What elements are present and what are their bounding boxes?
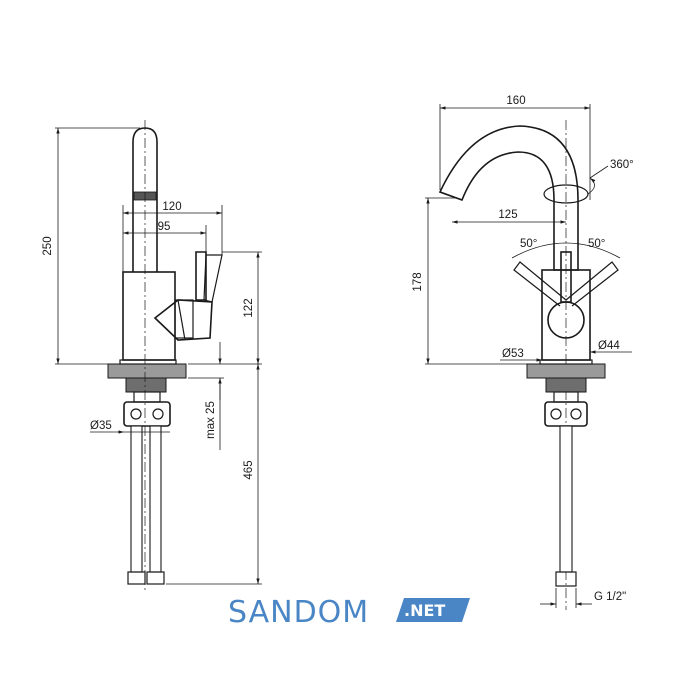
dim-body-height: 122 [243, 298, 255, 317]
side-connector-hole-right [152, 408, 164, 420]
dim-thread: G 1/2" [594, 591, 626, 603]
front-view: 160 360° 125 178 50° 50° Ø53 Ø44 G 1/2" [412, 95, 634, 610]
logo-net-badge [396, 598, 470, 622]
side-hose-right [149, 425, 162, 573]
dim-angle-right: 50° [588, 238, 605, 250]
dim-angle-left: 50° [520, 238, 537, 250]
side-base-ring [119, 359, 177, 365]
dim-max-deck: max 25 [205, 401, 217, 439]
dim-reach-spout: 95 [158, 221, 171, 233]
side-handle-knuckle [153, 299, 213, 341]
front-hose [559, 425, 573, 573]
dim-hose-dia: Ø35 [90, 420, 112, 432]
side-base-plate [107, 363, 187, 379]
front-lever-ghost-left [513, 261, 567, 307]
dim-width-total: 160 [506, 95, 525, 107]
front-spout-tip [439, 191, 463, 201]
logo-name: SANDOM [228, 595, 369, 630]
front-hose-end [555, 571, 577, 587]
front-fixing-nut [545, 377, 587, 393]
front-lever-ghost-right [565, 261, 619, 307]
logo-suffix: .NET [404, 601, 445, 620]
front-base-ring [539, 359, 593, 365]
front-rotation-arrow [587, 177, 596, 195]
dim-reach: 125 [498, 209, 517, 221]
front-spout-arc [438, 125, 579, 271]
side-view: 250 120 95 122 max 25 Ø35 465 [42, 120, 262, 590]
dim-height-total: 250 [42, 236, 54, 255]
side-connector-hole-left [130, 408, 142, 420]
side-thread-stud [133, 391, 161, 403]
side-fixing-nut [125, 377, 167, 393]
front-connector-hole-right [570, 408, 582, 420]
front-base-plate [526, 363, 606, 379]
front-angle-arc [511, 242, 621, 259]
brand-logo: SANDOM .NET [228, 595, 470, 630]
dim-base-dia: Ø53 [502, 348, 524, 360]
front-connector-hole-left [550, 408, 562, 420]
dim-body-dia: Ø44 [598, 340, 620, 352]
side-hose-left [130, 425, 143, 573]
side-faucet-body [122, 271, 176, 361]
side-hose-end-right [146, 571, 165, 585]
side-hose-end-left [127, 571, 146, 585]
dim-height: 178 [412, 272, 424, 291]
dim-rotation: 360° [610, 159, 634, 171]
dim-reach-handle: 120 [162, 201, 181, 213]
dim-hose-length: 465 [243, 460, 255, 479]
side-knuckle-edge [177, 299, 186, 341]
side-hose-connector [123, 401, 171, 427]
